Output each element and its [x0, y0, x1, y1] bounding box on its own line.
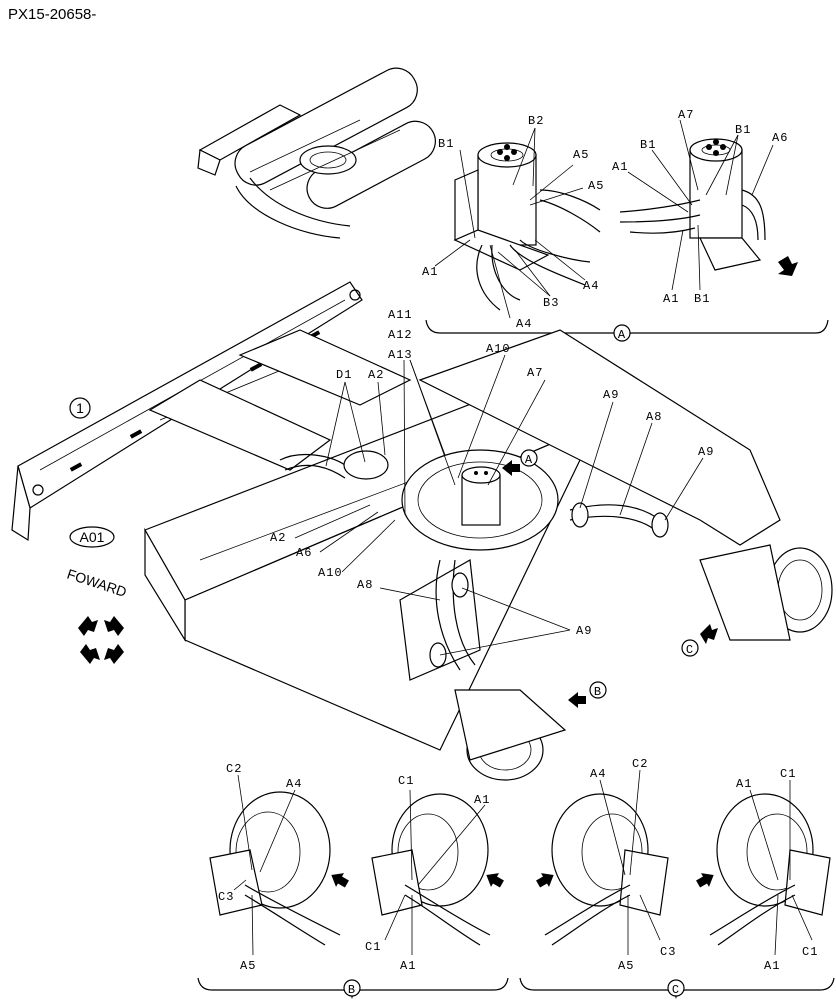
badge-a01: A01: [80, 529, 105, 545]
label-a1: A1: [663, 292, 679, 306]
label-a1: A1: [422, 265, 438, 279]
detail-b-circle: [343, 979, 361, 997]
overview-thumbnail: [197, 67, 436, 239]
label-a1: A1: [400, 959, 416, 973]
label-a4: A4: [590, 767, 606, 781]
detail-c-right: [696, 780, 831, 956]
label-a4: A4: [516, 317, 532, 331]
detail-c-circle: [667, 979, 685, 997]
undercarriage-frame: [144, 329, 781, 751]
label-b2: B2: [528, 114, 544, 128]
label-a5: A5: [588, 179, 604, 193]
detail-a-left: [434, 127, 601, 319]
detail-c-bracket: [519, 977, 835, 1000]
detail-b-title: B: [348, 983, 356, 997]
view-b-circle: [589, 681, 607, 699]
label-c1: C1: [398, 774, 414, 788]
label-b1: B1: [735, 123, 751, 137]
label-b1: B1: [640, 138, 656, 152]
view-a-circle: [520, 449, 538, 467]
view-a-pointer: A: [525, 453, 533, 467]
main-leaders: [294, 354, 704, 656]
label-c2: C2: [632, 757, 648, 771]
label-a1: A1: [474, 793, 490, 807]
label-a4: A4: [583, 279, 599, 293]
label-a9: A9: [698, 445, 714, 459]
view-c-circle: [681, 639, 699, 657]
label-d1: D1: [336, 368, 352, 382]
label-c1: C1: [780, 767, 796, 781]
label-c1: C1: [365, 940, 381, 954]
label-a10: A10: [486, 342, 511, 356]
label-a9: A9: [603, 388, 619, 402]
label-a6: A6: [772, 131, 788, 145]
label-a5: A5: [618, 959, 634, 973]
label-a5: A5: [573, 148, 589, 162]
badge-oval: [69, 526, 115, 548]
label-a13: A13: [388, 348, 413, 362]
view-b-pointer: B: [594, 685, 602, 699]
detail-b-right: [371, 789, 504, 955]
view-c-pointer: C: [686, 643, 694, 657]
view-a-arrow-icon: [502, 460, 520, 476]
label-a8: A8: [646, 410, 662, 424]
detail-a-title: A: [618, 328, 626, 342]
ref-circle: [69, 397, 91, 419]
label-c1: C1: [802, 945, 818, 959]
label-b3: B3: [543, 296, 559, 310]
label-a7: A7: [527, 366, 543, 380]
label-a1: A1: [764, 959, 780, 973]
detail-c-left: [536, 769, 669, 955]
detail-a-circle: [613, 324, 631, 342]
ref-circle-number: 1: [76, 400, 84, 416]
view-c-arrow-icon: [700, 624, 718, 644]
document-id: PX15-20658-: [8, 6, 97, 23]
label-c2: C2: [226, 762, 242, 776]
label-a11: A11: [388, 308, 413, 322]
detail-b-bracket: [197, 977, 509, 1000]
detail-b-left: [209, 774, 349, 956]
travel-motors: [454, 544, 833, 781]
forward-arrows-icon: [78, 616, 124, 664]
label-a1: A1: [736, 777, 752, 791]
label-a10: A10: [318, 566, 343, 580]
label-c3: C3: [660, 945, 676, 959]
label-a5: A5: [240, 959, 256, 973]
label-a2: A2: [368, 368, 384, 382]
label-b1: B1: [438, 137, 454, 151]
view-b-arrow-icon: [568, 692, 586, 708]
label-a9: A9: [576, 624, 592, 638]
label-c3: C3: [218, 890, 234, 904]
label-a4: A4: [286, 777, 302, 791]
label-a8: A8: [357, 578, 373, 592]
label-a1: A1: [612, 160, 628, 174]
forward-label: FOWARD: [65, 566, 129, 600]
label-a12: A12: [388, 328, 413, 342]
label-a7: A7: [678, 108, 694, 122]
detail-a-right: [619, 119, 798, 291]
label-a2: A2: [270, 531, 286, 545]
detail-c-title: C: [672, 983, 680, 997]
label-a6: A6: [296, 546, 312, 560]
label-b1: B1: [694, 292, 710, 306]
